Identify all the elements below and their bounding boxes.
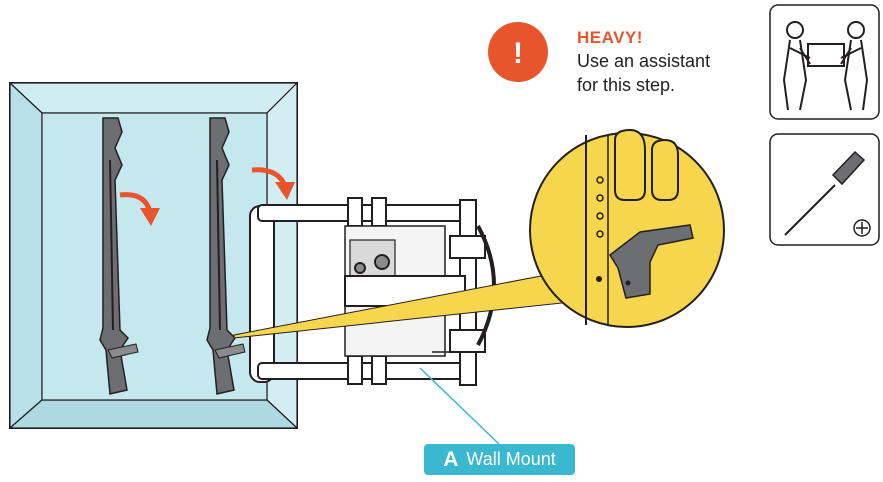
two-person-lift-icon xyxy=(769,4,880,120)
exclamation-glyph: ! xyxy=(513,37,523,70)
part-name: Wall Mount xyxy=(466,449,556,469)
phillips-screwdriver-icon xyxy=(769,133,880,246)
zoom-detail xyxy=(529,128,725,328)
hook-arrow-left xyxy=(119,192,160,226)
left-tv-bracket xyxy=(99,117,139,395)
warning-text: Use an assistant for this step. xyxy=(577,49,777,97)
right-tv-bracket xyxy=(206,117,246,395)
part-letter: A xyxy=(443,447,459,471)
warning-badge: ! xyxy=(488,22,548,82)
warning-title: HEAVY! xyxy=(577,28,643,47)
exclamation-icon xyxy=(488,22,548,82)
warning-line-1: Use an assistant xyxy=(577,51,711,71)
wall-panel xyxy=(8,81,299,430)
callout-pointer xyxy=(419,367,500,445)
hook-arrow-right xyxy=(251,167,295,200)
wall-mount-assembly xyxy=(249,197,496,386)
warning-line-2: for this step. xyxy=(577,75,676,95)
wall-mount-label: A Wall Mount xyxy=(424,444,575,475)
